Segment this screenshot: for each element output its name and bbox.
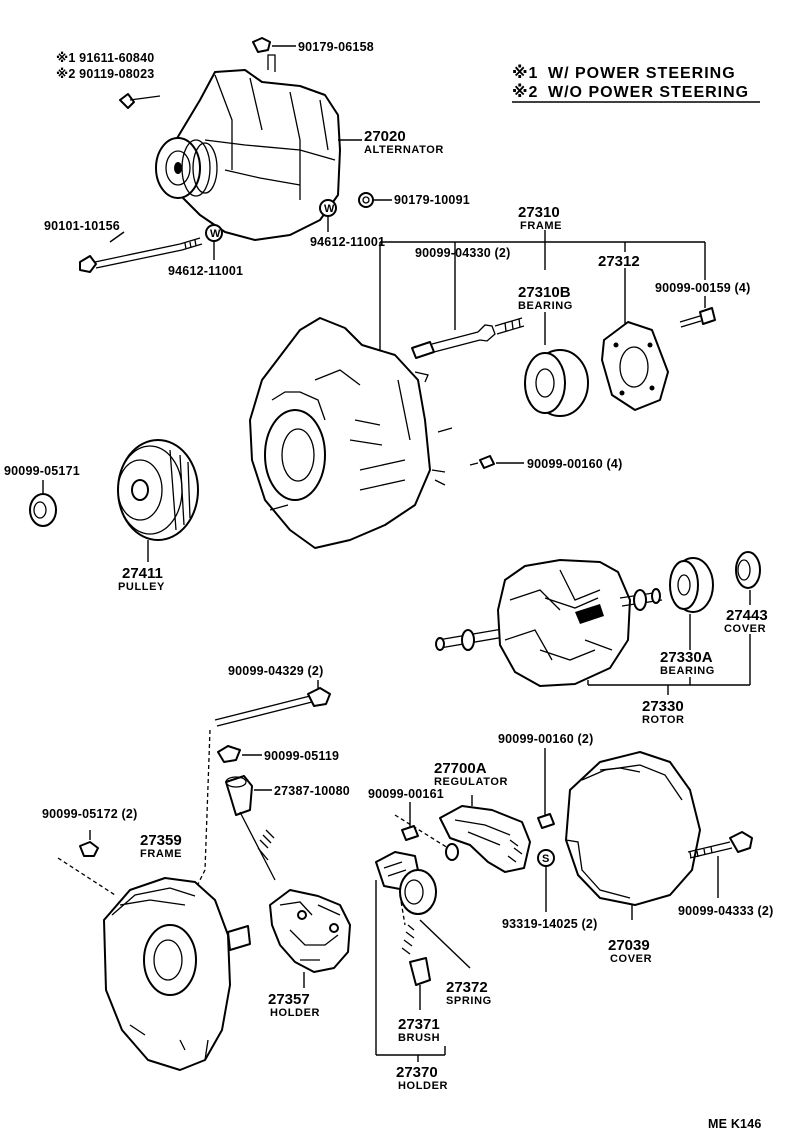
label-90099-05171: 90099-05171 [4,464,80,478]
label-bearing-rotor: BEARING [660,665,715,677]
label-27330a: 27330A [660,649,713,666]
nut-05119 [217,745,262,763]
label-94612-b: 94612-11001 [168,264,243,278]
bolt-04333 [687,831,753,898]
label-90179-10091: 90179-10091 [394,193,470,207]
label-90099-04333: 90099-04333 (2) [678,904,773,918]
label-90099-00159: 90099-00159 (4) [655,281,750,295]
label-27359: 27359 [140,832,182,849]
screw-00159 [679,307,716,328]
washer-93319 [537,849,555,912]
label-90099-00161: 90099-00161 [368,787,444,801]
label-27039: 27039 [608,937,650,954]
label-ps1: ※1 91611-60840 [56,51,154,65]
label-27387-10080: 27387-10080 [274,784,350,798]
label-27310b: 27310B [518,284,571,301]
label-spring: SPRING [446,995,492,1007]
label-27020: 27020 [364,128,406,145]
note-text-2: W/O POWER STEERING [548,84,749,101]
label-bearing-top: BEARING [518,300,573,312]
alternator-assembly [79,37,374,273]
label-90099-05119: 90099-05119 [264,749,339,763]
bearing-27330a [669,557,714,613]
washer-w-mark-1: W [210,228,221,240]
notes-legend: ※1 W/ POWER STEERING ※2 W/O POWER STEERI… [512,64,760,103]
label-alternator: ALTERNATOR [364,144,444,156]
label-pulley: PULLEY [118,581,165,593]
label-93319-14025: 93319-14025 (2) [502,917,597,931]
rear-frame-27359 [103,877,251,1071]
label-frame-top: FRAME [520,220,562,232]
holder-27357 [239,811,351,988]
label-90099-04329: 90099-04329 (2) [228,664,323,678]
bearing-27310b [524,349,589,417]
regulator-27700a [439,795,531,873]
label-frame-rear: FRAME [140,848,182,860]
note-mark-1: ※1 [512,64,538,82]
rotor-27330 [435,559,663,687]
label-90099-05172: 90099-05172 (2) [42,807,137,821]
label-27371: 27371 [398,1016,440,1033]
guide-nut-to-frame [57,857,116,896]
screw-00161 [394,802,449,849]
note-mark-2: ※2 [512,83,538,101]
insulator-27387 [225,775,272,816]
front-frame-housing [249,317,453,549]
label-90099-04330: 90099-04330 (2) [415,246,510,260]
label-90101-10156: 90101-10156 [44,219,120,233]
label-27310: 27310 [518,204,560,221]
label-90099-00160-a: 90099-00160 (4) [527,457,622,471]
rotor-bracket [587,590,751,695]
through-bolt-04329 [214,680,331,727]
ref-code: ME K146 [708,1117,762,1131]
rear-cover-27039 [565,751,701,920]
label-holder-370: HOLDER [398,1080,448,1092]
label-27372: 27372 [446,979,488,996]
holder-27370 [375,851,437,986]
label-rotor: ROTOR [642,714,685,726]
label-90099-00160-b: 90099-00160 (2) [498,732,593,746]
label-cover-rear: COVER [610,953,652,965]
label-holder-357: HOLDER [270,1007,320,1019]
retainer-plate-27312 [601,321,669,411]
label-27443: 27443 [726,607,768,624]
leaders-top [109,45,392,260]
label-27330: 27330 [642,698,684,715]
frame-group-bracket [379,230,706,350]
through-bolt-04330 [411,317,525,359]
label-brush: BRUSH [398,1032,440,1044]
screw-00160b [537,748,555,829]
washer-05171 [29,480,57,527]
holder-27370-bracket [375,880,471,1062]
label-ps2: ※2 90119-08023 [56,67,154,81]
washer-s-mark: S [542,853,550,865]
nut-05172 [79,830,99,857]
label-27312: 27312 [598,253,640,270]
label-27700a: 27700A [434,760,487,777]
label-regulator: REGULATOR [434,776,508,788]
label-27411: 27411 [122,565,163,582]
label-27370: 27370 [396,1064,438,1081]
pulley-27411 [117,439,199,541]
guide-bolt-to-frame [194,729,211,891]
label-90179-06158: 90179-06158 [298,40,374,54]
washer-w-mark-2: W [324,203,335,215]
screw-00160a [469,455,524,469]
label-27357: 27357 [268,991,310,1008]
label-cover-small: COVER [724,623,766,635]
note-text-1: W/ POWER STEERING [548,65,736,82]
label-94612-a: 94612-11001 [310,235,385,249]
cover-27443 [735,551,761,589]
